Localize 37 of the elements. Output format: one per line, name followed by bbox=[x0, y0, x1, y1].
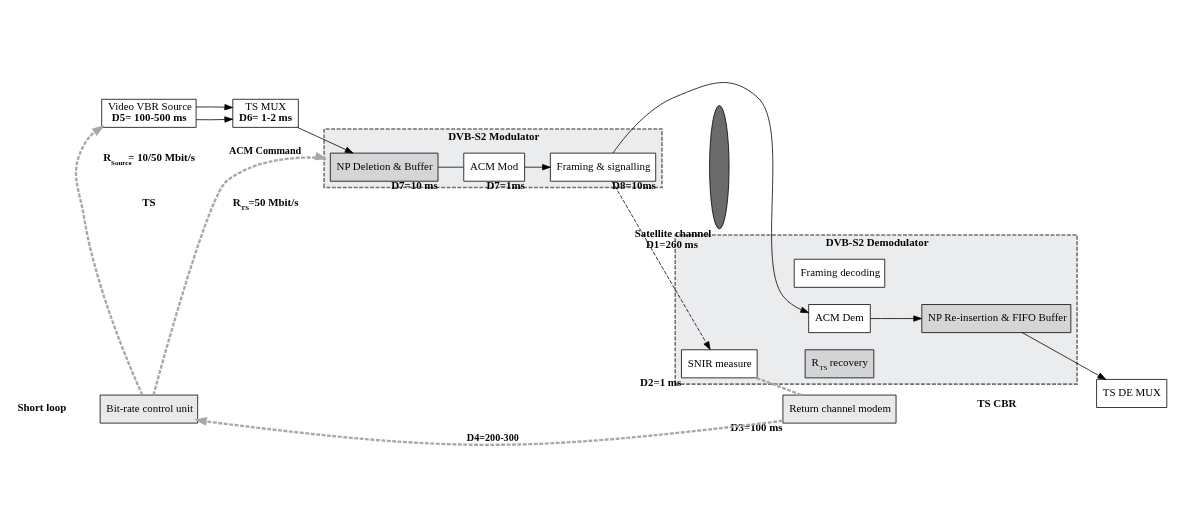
node-box: NP Deletion & Buffer bbox=[329, 152, 439, 182]
arrow bbox=[524, 163, 551, 170]
arrow bbox=[194, 416, 783, 446]
node-box: Bit-rate control unit bbox=[99, 394, 199, 423]
node-box: Video VBR Source D5= 100-500 ms bbox=[101, 98, 197, 128]
edge-label: D4=200-300 bbox=[466, 431, 519, 443]
node-box: Framing decoding bbox=[793, 258, 886, 288]
node-box: ACM Mod bbox=[463, 152, 525, 182]
arrow bbox=[297, 126, 354, 153]
node-box: Framing & signalling bbox=[550, 152, 657, 182]
node-box: TS MUX D6= 1-2 ms bbox=[232, 98, 299, 128]
node-box: Return channel modem bbox=[782, 394, 897, 423]
arrow bbox=[1021, 331, 1107, 380]
connector bbox=[756, 376, 802, 396]
connector bbox=[437, 166, 464, 168]
arrow bbox=[870, 314, 922, 322]
node-label: D1=260 ms bbox=[645, 237, 698, 250]
node-box: R$_{TS}$ recovery bbox=[804, 348, 875, 378]
label: R$_{Source}$= 10/50 Mbit/s bbox=[103, 150, 196, 167]
arrow bbox=[195, 115, 233, 123]
arrow bbox=[611, 180, 711, 350]
node-box: SNIR measure bbox=[681, 348, 758, 378]
label: Short loop bbox=[17, 400, 67, 413]
node-box: TS DE MUX bbox=[1096, 378, 1168, 408]
label: R$_{TS}$=50 Mbit/s bbox=[232, 195, 299, 212]
node-label: Satellite channel bbox=[634, 226, 712, 239]
arrow bbox=[612, 81, 809, 313]
edge-label: ACM Command bbox=[228, 144, 302, 156]
node-label: D2=1 ms bbox=[640, 375, 682, 388]
arrow bbox=[152, 151, 328, 395]
node-box: ACM Dem bbox=[808, 303, 871, 333]
arrow bbox=[74, 124, 144, 395]
node-ellipse bbox=[709, 104, 730, 229]
label: TS bbox=[142, 195, 156, 208]
node-box: NP Re-insertion & FIFO Buffer bbox=[921, 303, 1072, 333]
label: TS CBR bbox=[977, 396, 1017, 408]
arrow bbox=[195, 103, 233, 110]
